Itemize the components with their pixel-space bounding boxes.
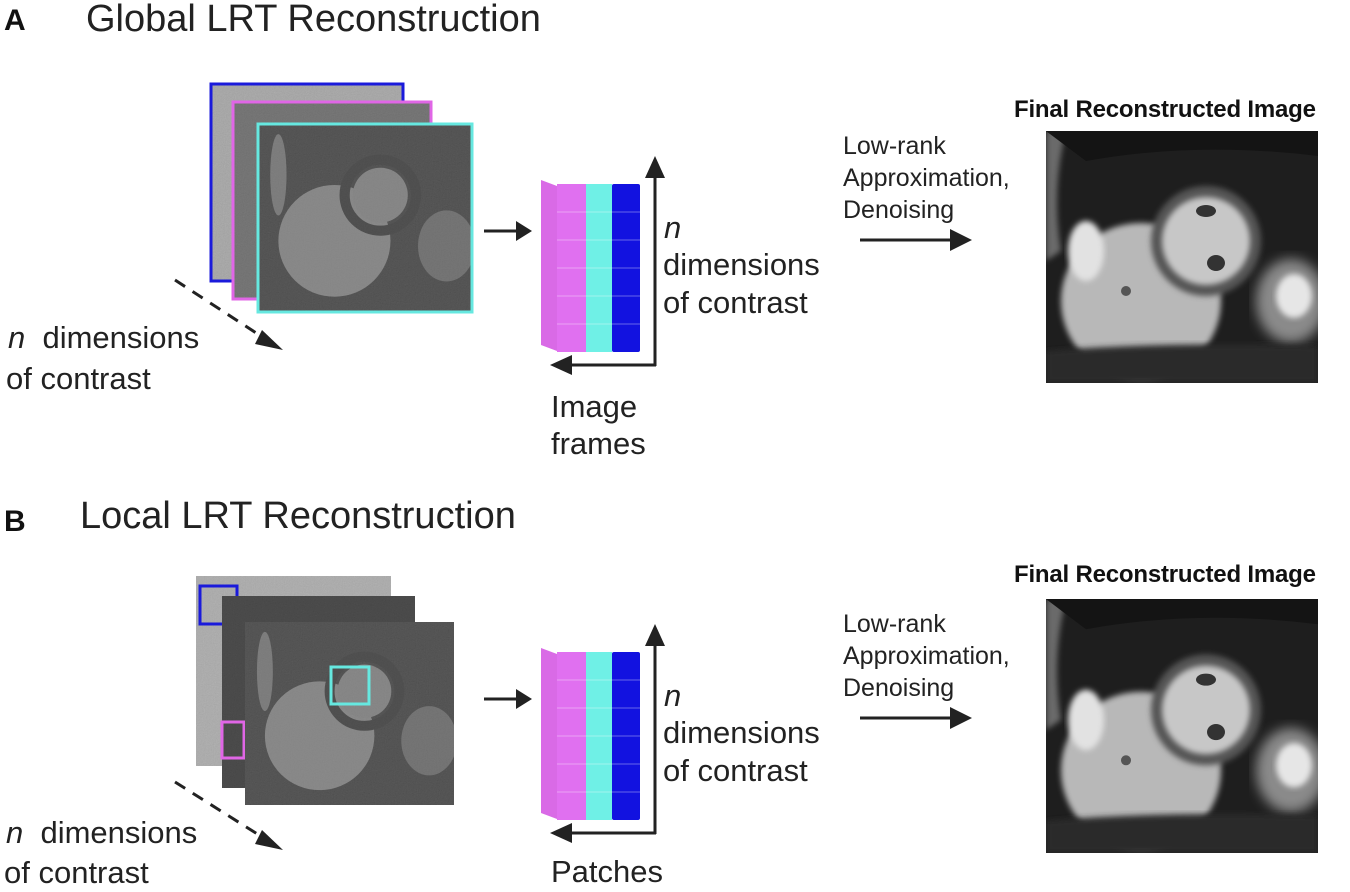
- panel-a-final-title: Final Reconstructed Image: [1014, 96, 1316, 123]
- frame-cyan-border: [256, 122, 474, 314]
- panel-b-matrix-label-1: dimensions: [663, 715, 820, 750]
- panel-a-matrix-label-2: of contrast: [663, 285, 808, 320]
- panel-a-matrix-label-1: dimensions: [663, 247, 820, 282]
- panel-a-letter: A: [4, 4, 26, 37]
- panel-b-process-2: Approximation,: [843, 642, 1010, 670]
- panel-a-matrix: [541, 156, 665, 375]
- panel-b-title: Local LRT Reconstruction: [80, 495, 516, 537]
- panel-b-final-title: Final Reconstructed Image: [1014, 561, 1316, 588]
- panel-b-matrix-label-2: of contrast: [663, 753, 808, 788]
- n-symbol: n: [6, 815, 24, 850]
- stack-depth-arrow-b: [174, 780, 271, 844]
- panel-a-title: Global LRT Reconstruction: [86, 0, 541, 40]
- panel-a-matrix-bottom-2: frames: [551, 426, 646, 461]
- panel-b-stack-axis-label-2: of contrast: [4, 855, 149, 890]
- panel-a-stack-axis-label-2: of contrast: [6, 361, 151, 396]
- panel-a-matrix-bottom-1: Image: [551, 389, 638, 424]
- panel-a-process-2: Approximation,: [843, 164, 1010, 192]
- panel-b-process-1: Low-rank: [843, 610, 946, 638]
- n-symbol: n: [8, 320, 26, 355]
- panel-b-letter: B: [4, 505, 26, 538]
- patch-magenta: [220, 720, 246, 760]
- panel-a-matrix-n: n: [664, 210, 682, 245]
- stack-depth-arrow-a: [174, 278, 271, 344]
- stack-axis-text: dimensions: [42, 320, 200, 355]
- panel-b-matrix: [541, 624, 665, 843]
- panel-a-stack-axis-label: n dimensions: [8, 318, 199, 357]
- final-image-a: [1046, 131, 1326, 383]
- panel-b-matrix-bottom-1: Patches: [551, 854, 664, 889]
- panel-b-matrix-n: n: [664, 678, 682, 713]
- panel-b-frame-stack: [196, 576, 457, 805]
- panel-a-process-1: Low-rank: [843, 132, 946, 160]
- panel-a-process-3: Denoising: [843, 196, 955, 224]
- panel-b-process-3: Denoising: [843, 674, 955, 702]
- stack-axis-text: dimensions: [40, 815, 198, 850]
- panel-a-frame-stack: [209, 82, 474, 314]
- final-image-b: [1046, 599, 1326, 853]
- patch-cyan: [329, 665, 371, 706]
- panel-b-stack-axis-label: n dimensions: [6, 813, 197, 852]
